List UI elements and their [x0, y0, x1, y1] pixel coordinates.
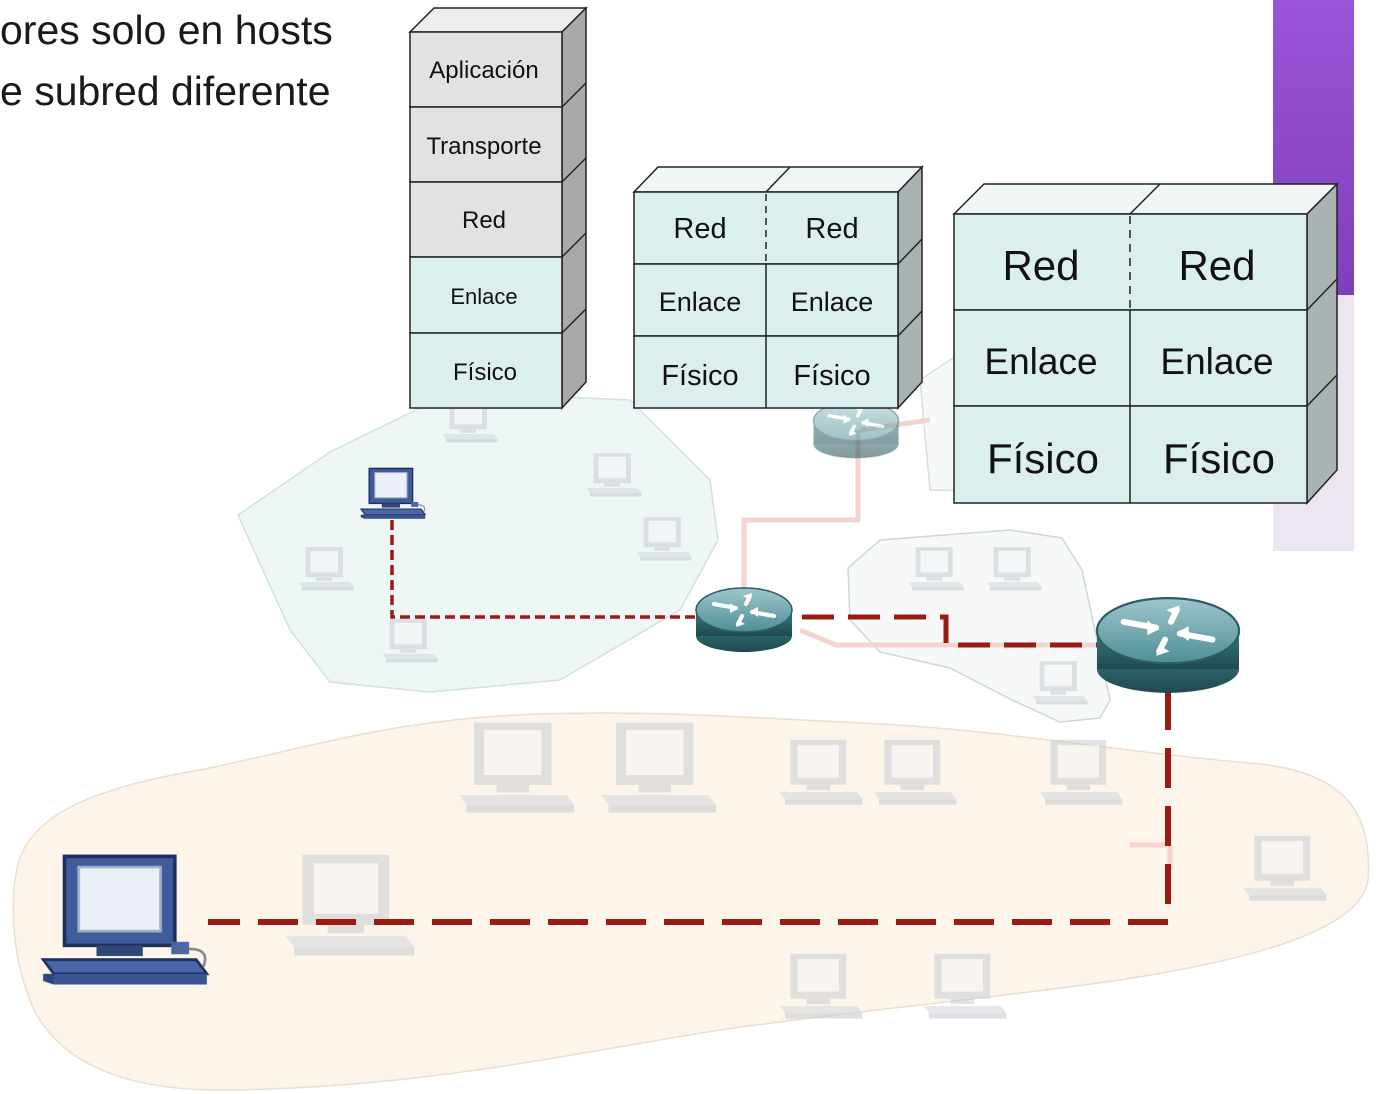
layer-label: Enlace	[1160, 341, 1273, 382]
layer-label: Enlace	[659, 287, 742, 317]
lan-region	[12, 712, 1370, 1091]
layer-label: Red	[1178, 242, 1255, 289]
layer-label: Enlace	[450, 284, 517, 309]
router-icon	[1097, 598, 1239, 693]
layer-label: Físico	[661, 360, 738, 392]
router-icon	[694, 586, 794, 654]
layer-label: Red	[805, 213, 858, 245]
router-icon	[811, 399, 901, 460]
layer-label: Red	[1002, 242, 1079, 289]
router-stack-small: Red Red Enlace Enlace Físico Físico	[632, 165, 924, 410]
layer-label: Enlace	[791, 287, 874, 317]
caption-line-2: e subred diferente	[0, 68, 331, 114]
layer-label: Red	[673, 213, 726, 245]
layer-label: Físico	[793, 360, 870, 392]
router-stack-large: Red Red Enlace Enlace Físico Físico	[952, 182, 1339, 505]
host-stack: Aplicación Transporte Red Enlace Físico	[408, 6, 588, 410]
layer-label: Red	[462, 207, 506, 234]
layer-label: Físico	[1163, 435, 1275, 482]
layer-label: Enlace	[984, 341, 1097, 382]
packet-path	[208, 520, 1171, 925]
layer-label: Físico	[453, 359, 517, 386]
subnet-region-middle	[847, 529, 1111, 723]
caption-line-1: ores solo en hosts	[0, 7, 333, 53]
layer-label: Transporte	[426, 133, 541, 160]
layer-label: Físico	[987, 435, 1099, 482]
layer-label: Aplicación	[429, 57, 538, 84]
